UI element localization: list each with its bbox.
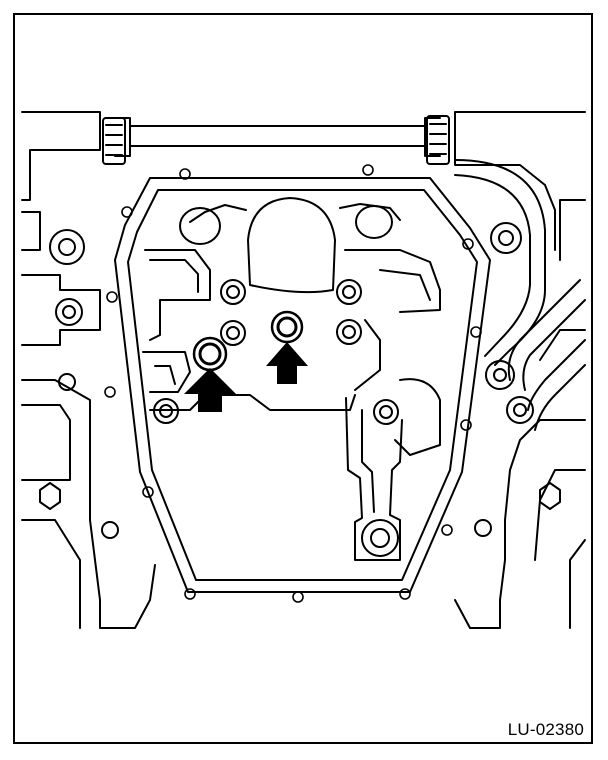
arrow-up-icon (184, 368, 236, 412)
pipe-clamp-right (426, 115, 450, 165)
figure-id-label: LU-02380 (507, 720, 584, 739)
crankcase-interior (142, 197, 441, 561)
pipe-clamp-left (102, 117, 126, 165)
oil-passage-o-rings (192, 310, 304, 372)
arrow-up-icon (266, 342, 308, 384)
oil-pan-gasket (114, 177, 491, 593)
engine-block-outline (21, 111, 586, 629)
coolant-hoses (454, 159, 586, 431)
outer-bolts (39, 222, 561, 557)
internal-bolt-bosses (153, 279, 399, 425)
flange-bolt-holes (104, 164, 482, 603)
